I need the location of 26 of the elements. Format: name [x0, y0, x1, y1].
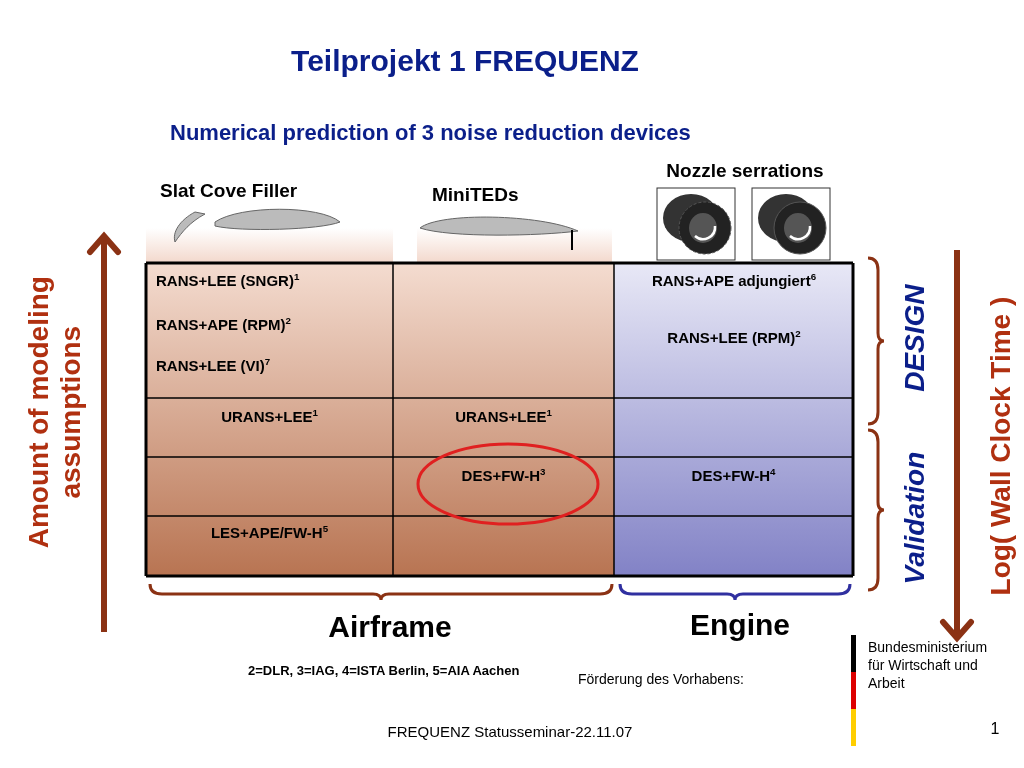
ministry-name: Bundesministerium für Wirtschaft und Arbeit: [868, 638, 989, 693]
bracket-label: Validation: [898, 450, 931, 587]
table-cell-text: DES+FW-H$^{4}$: [690, 467, 777, 485]
table-cell-text: LES+APE/FW-H$^{5}$: [209, 524, 330, 542]
device-label: Slat Cove Filler: [160, 180, 299, 202]
footnote: 2=DLR, 3=IAG, 4=ISTA Berlin, 5=AIA Aachen: [248, 662, 521, 680]
device-label: MiniTEDs: [432, 184, 520, 206]
table-cell-text: DES+FW-H$^{3}$: [460, 467, 547, 485]
table-cell-text: URANS+LEE$^{1}$: [454, 408, 553, 426]
page-number: 1: [989, 720, 1001, 739]
footer-text: FREQUENZ Statusseminar-22.11.07: [386, 723, 634, 741]
table-cell-text: RANS+LEE (SNGR)$^{1}$: [156, 272, 301, 290]
group-label: Engine: [689, 608, 791, 643]
table-cell-text: RANS+LEE (RPM)$^{2}$: [666, 329, 802, 347]
table-cell-text: RANS+LEE (VI)$^{7}$: [156, 357, 272, 375]
bracket-label: DESIGN: [898, 283, 931, 394]
table-cell-text: RANS+APE (RPM)$^{2}$: [156, 316, 293, 334]
table-cell-text: URANS+LEE$^{1}$: [220, 408, 319, 426]
slide-title: Teilprojekt 1 FREQUENZ: [290, 44, 640, 79]
axis-label: Amount of modeling assumptions: [22, 274, 87, 551]
subtitle: Numerical prediction of 3 noise reduction devices: [170, 120, 692, 146]
group-label: Airframe: [327, 610, 453, 645]
table-cell-text: RANS+APE adjungiert$^{6}$: [650, 272, 818, 290]
axis-label: Log( Wall Clock Time ): [984, 295, 1017, 598]
device-label: Nozzle serrations: [665, 160, 825, 182]
funding-note: Förderung des Vorhabens:: [578, 671, 745, 688]
